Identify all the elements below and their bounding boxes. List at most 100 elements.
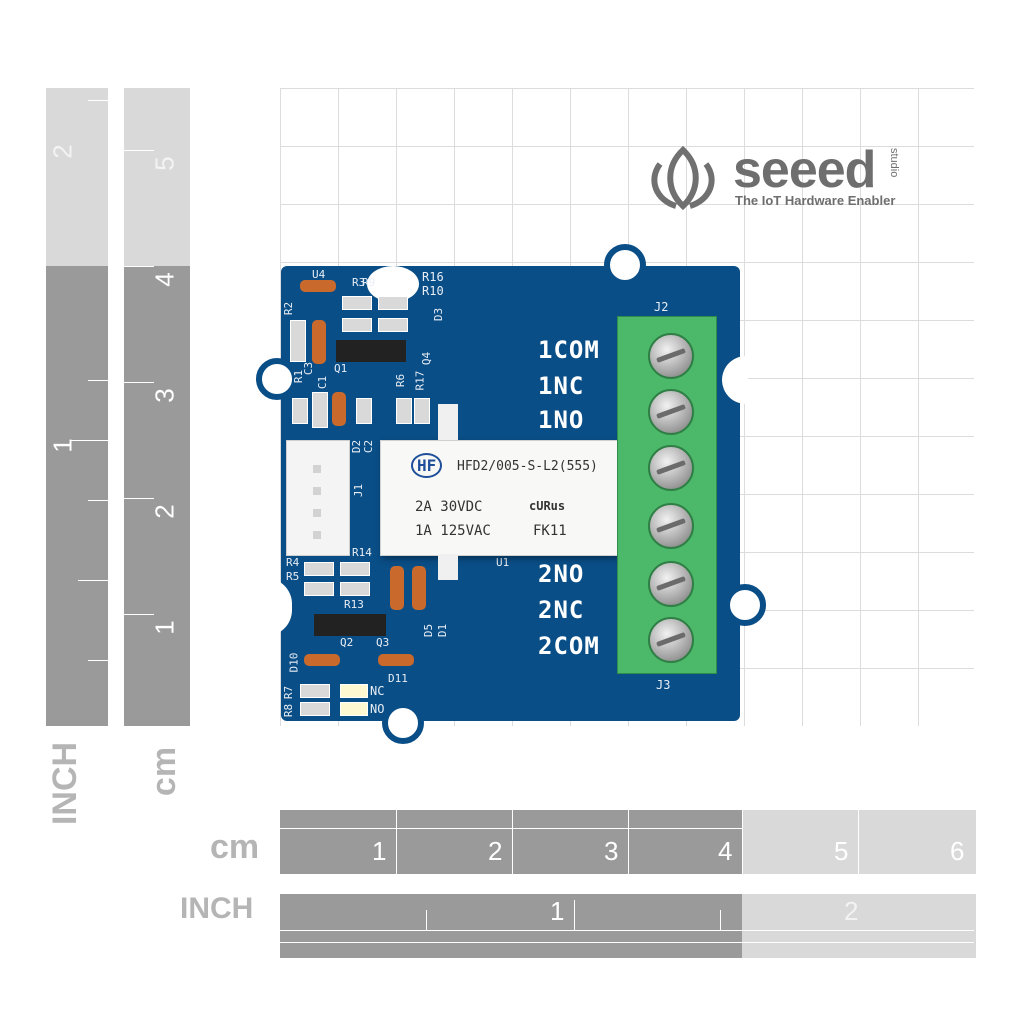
diode <box>312 320 326 364</box>
relay-code: FK11 <box>533 523 567 539</box>
left-cm-number: 2 <box>149 504 180 519</box>
silk-r7: R7 <box>282 685 296 700</box>
logo-tagline: The IoT Hardware Enabler <box>735 193 896 208</box>
transistor <box>314 614 386 636</box>
silk-r5: R5 <box>286 570 300 583</box>
ruler-tick <box>512 810 513 874</box>
relay-bracket <box>438 404 458 440</box>
smd-resistor <box>300 684 330 698</box>
silk-j1: J1 <box>352 483 366 498</box>
bottom-cm-number: 2 <box>488 836 503 866</box>
silk-r14: R14 <box>352 546 372 559</box>
bottom-inch-label: INCH <box>180 892 254 925</box>
seeed-logo-icon <box>651 146 715 210</box>
ruler-tick <box>88 500 108 501</box>
bottom-inch-ruler-end <box>742 894 976 958</box>
left-cm-ruler-top <box>124 88 190 266</box>
ruler-tick <box>124 266 154 267</box>
mounting-hole <box>256 358 298 400</box>
bottom-inch-number: 2 <box>844 896 859 926</box>
silk-c1: C1 <box>316 375 330 390</box>
ruler-tick <box>124 382 154 383</box>
bottom-cm-number: 1 <box>372 836 387 866</box>
bottom-cm-ruler <box>280 810 742 874</box>
terminal-label-2nc: 2NC <box>538 596 585 624</box>
diode <box>412 566 426 610</box>
terminal-screw <box>648 389 694 435</box>
left-cm-number: 4 <box>149 272 180 287</box>
silk-d5: D5 <box>422 623 436 638</box>
silk-r2: R2 <box>282 301 296 316</box>
relay-rating-2: 1A 125VAC <box>415 523 491 539</box>
logo-name: seeed <box>733 141 876 199</box>
transistor <box>336 340 406 362</box>
smd-resistor <box>290 320 306 362</box>
smd-resistor <box>342 296 372 310</box>
silk-d11: D11 <box>388 672 408 685</box>
smd-resistor <box>356 398 372 424</box>
terminal-screw <box>648 617 694 663</box>
left-cm-ruler <box>124 266 190 726</box>
silk-r16: R16 <box>422 270 444 284</box>
screw-terminal-block <box>617 316 717 674</box>
diode <box>390 566 404 610</box>
left-inch-number: 2 <box>47 144 78 159</box>
bottom-inch-ruler <box>280 894 742 958</box>
terminal-label-1no: 1NO <box>538 406 585 434</box>
smd-resistor <box>292 398 308 424</box>
left-inch-number: 1 <box>47 438 78 453</box>
ruler-tick <box>88 660 108 661</box>
terminal-screw <box>648 561 694 607</box>
terminal-label-2no: 2NO <box>538 560 585 588</box>
silk-d1: D1 <box>436 623 450 638</box>
left-inch-ruler-top <box>46 88 108 266</box>
silk-no: NO <box>370 702 385 716</box>
ruler-tick <box>396 810 397 874</box>
silk-c2: C2 <box>362 439 376 454</box>
ruler-tick <box>280 942 974 943</box>
relay-model: HFD2/005-S-L2(555) <box>457 459 598 474</box>
relay-rating-1: 2A 30VDC <box>415 499 483 515</box>
relay-u1: HF HFD2/005-S-L2(555) 2A 30VDC cURus 1A … <box>380 440 618 556</box>
bottom-inch-number: 1 <box>550 896 565 926</box>
silk-u1: U1 <box>496 556 510 569</box>
connector-pin <box>313 465 321 473</box>
mounting-hole <box>724 584 766 626</box>
ruler-tick <box>858 810 859 874</box>
silk-j2: J2 <box>654 300 669 314</box>
silk-r6: R6 <box>394 373 408 388</box>
silk-r9: R9 <box>362 276 376 289</box>
smd-resistor <box>340 582 370 596</box>
terminal-screw <box>648 333 694 379</box>
bottom-cm-number: 4 <box>718 836 733 866</box>
smd-resistor <box>304 582 334 596</box>
left-inch-label: INCH <box>46 741 85 826</box>
bottom-cm-number: 5 <box>834 836 849 866</box>
silk-j3: J3 <box>656 678 671 692</box>
grove-connector-j1 <box>286 440 350 556</box>
ruler-tick <box>70 440 108 441</box>
smd-resistor <box>414 398 430 424</box>
left-cm-label: cm <box>145 746 184 797</box>
diode <box>332 392 346 426</box>
ruler-tick <box>280 930 974 931</box>
ruler-tick <box>88 380 108 381</box>
left-cm-number: 3 <box>149 388 180 403</box>
led-diode <box>300 280 336 292</box>
ruler-tick <box>574 900 575 930</box>
smd-resistor <box>342 318 372 332</box>
smd-resistor <box>300 702 330 716</box>
smd-resistor <box>396 398 412 424</box>
smd-resistor <box>340 562 370 576</box>
ruler-tick <box>124 614 154 615</box>
smd-led <box>340 684 368 698</box>
relay-bracket <box>438 554 458 580</box>
bottom-cm-label: cm <box>210 828 260 866</box>
silk-q2: Q2 <box>340 636 354 649</box>
relay-brand-logo: HF <box>411 453 443 478</box>
connector-pin <box>313 487 321 495</box>
led-diode <box>378 654 414 666</box>
led-diode <box>304 654 340 666</box>
terminal-label-2com: 2COM <box>538 632 600 660</box>
silk-d10: D10 <box>287 652 301 673</box>
